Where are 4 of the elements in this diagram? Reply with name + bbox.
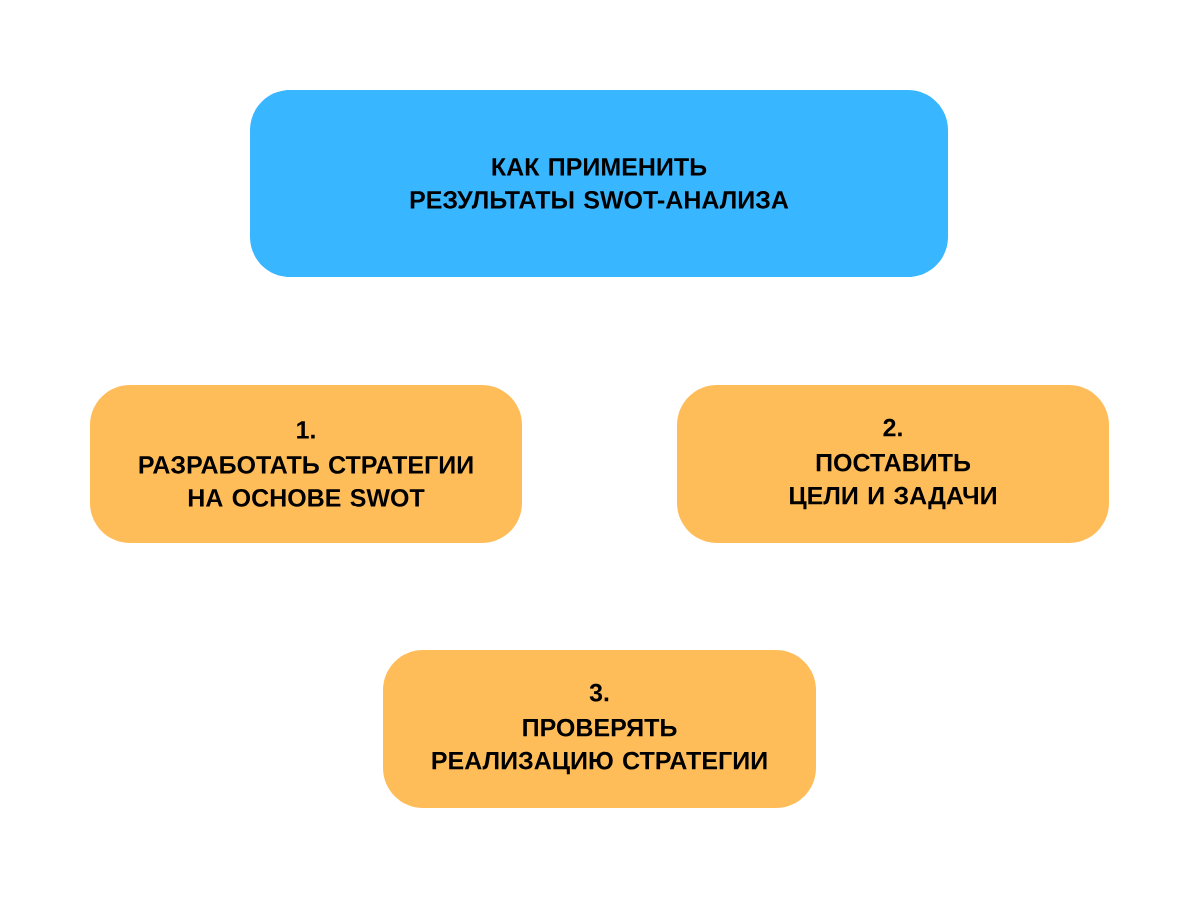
step-box: 1. РАЗРАБОТАТЬ СТРАТЕГИИ НА ОСНОВЕ SWOT: [90, 385, 522, 543]
step-box: 2. ПОСТАВИТЬ ЦЕЛИ И ЗАДАЧИ: [677, 385, 1109, 543]
title-box: КАК ПРИМЕНИТЬ РЕЗУЛЬТАТЫ SWOT-АНАЛИЗА: [250, 90, 948, 277]
step-box: 3. ПРОВЕРЯТЬ РЕАЛИЗАЦИЮ СТРАТЕГИИ: [383, 650, 816, 808]
